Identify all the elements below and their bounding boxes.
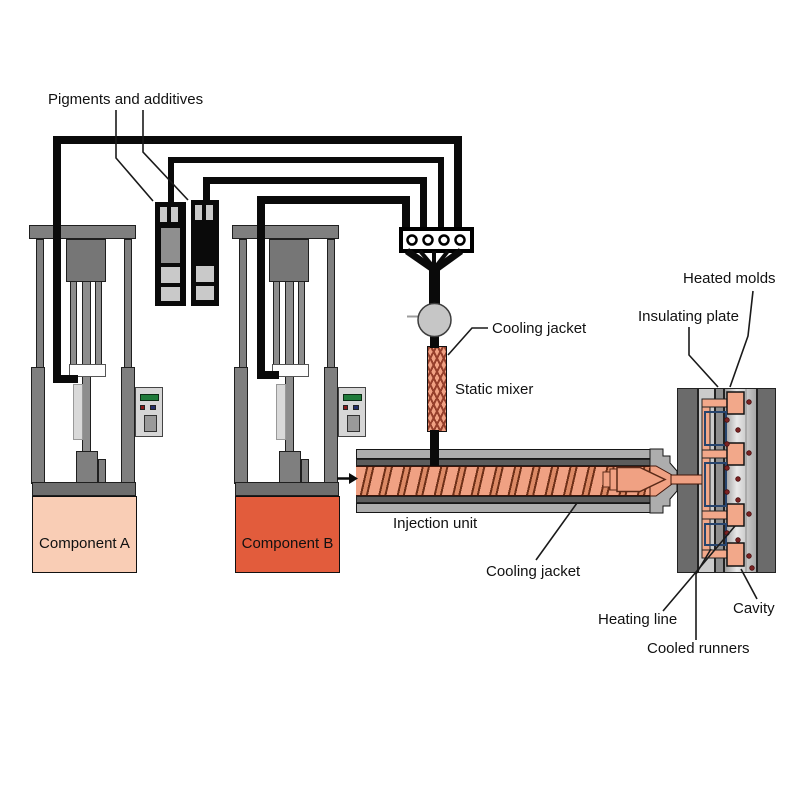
pump-b-cylinder xyxy=(276,384,286,440)
pump-a-control-panel xyxy=(135,387,163,437)
barrel-jacket-bottom xyxy=(356,503,652,513)
pump-a-leg-left xyxy=(31,367,45,484)
injection-screw xyxy=(356,466,652,496)
label-cooling-jacket-top: Cooling jacket xyxy=(492,320,587,337)
manifold-port xyxy=(438,234,450,246)
pump-b-leg-right xyxy=(324,367,338,484)
pump-b-rod-left xyxy=(273,281,280,376)
component-a-drum: Component A xyxy=(32,496,137,573)
manifold-port xyxy=(454,234,466,246)
pump-b-follower-plate xyxy=(235,482,339,496)
mold-backing-plate xyxy=(698,388,715,573)
pump-a-column-right xyxy=(124,239,132,368)
panel-red-led xyxy=(140,405,145,410)
manifold-port xyxy=(406,234,418,246)
component-a-label: Component A xyxy=(39,535,130,552)
feed-pipe-additive-1 xyxy=(168,157,444,233)
manifold-port xyxy=(422,234,434,246)
pump-b-pump-tab xyxy=(301,459,309,484)
mixing-manifold xyxy=(399,227,474,253)
component-b-label: Component B xyxy=(241,535,334,552)
pump-a-rod-left xyxy=(70,281,77,376)
panel-display xyxy=(343,394,362,401)
label-cavity: Cavity xyxy=(733,600,775,617)
barrel-wall-bottom xyxy=(356,496,652,503)
pump-b-column-left xyxy=(239,239,247,368)
pump-b-drive-block xyxy=(269,239,309,282)
mixing-ball xyxy=(417,302,452,338)
pump-b-crossbar xyxy=(232,225,339,239)
barrel-wall-top xyxy=(356,459,652,466)
additive-dispenser-2 xyxy=(191,200,219,306)
static-mixer-body xyxy=(427,346,447,432)
manifold-funnel xyxy=(405,248,464,272)
pump-b-control-panel xyxy=(338,387,366,437)
panel-blue-led xyxy=(353,405,359,410)
pump-a-leg-right xyxy=(121,367,135,484)
pump-a-crossbar xyxy=(29,225,136,239)
panel-button[interactable] xyxy=(347,415,360,432)
insulating-plate xyxy=(715,388,724,573)
pump-unit-b: Component B xyxy=(232,225,397,575)
pump-a-pump-tab xyxy=(98,459,106,484)
panel-blue-led xyxy=(150,405,156,410)
barrel-jacket-top xyxy=(356,449,652,459)
pump-b-rod-right xyxy=(298,281,305,376)
label-cooled-runners: Cooled runners xyxy=(647,640,750,657)
label-cooling-jacket-bottom: Cooling jacket xyxy=(486,563,581,580)
pump-a-rod-right xyxy=(95,281,102,376)
pump-b-crosshead xyxy=(272,364,309,377)
mold-left-plate xyxy=(677,388,698,573)
pump-a-cylinder xyxy=(73,384,83,440)
panel-button[interactable] xyxy=(144,415,157,432)
label-pigments: Pigments and additives xyxy=(48,91,204,108)
panel-red-led xyxy=(343,405,348,410)
pump-a-crosshead xyxy=(69,364,106,377)
panel-display xyxy=(140,394,159,401)
mold-right-plate xyxy=(757,388,776,573)
pump-a-column-left xyxy=(36,239,44,368)
pump-b-column-right xyxy=(327,239,335,368)
pump-unit-a: Component A xyxy=(29,225,194,575)
pump-a-follower-plate xyxy=(32,482,136,496)
component-b-drum: Component B xyxy=(235,496,340,573)
pump-b-pump-block xyxy=(279,451,301,484)
label-heated-molds: Heated molds xyxy=(683,270,776,287)
label-static-mixer: Static mixer xyxy=(455,381,534,398)
label-injection-unit: Injection unit xyxy=(393,515,478,532)
pump-a-pump-block xyxy=(76,451,98,484)
heated-mold-block xyxy=(724,388,757,573)
pump-a-drive-block xyxy=(66,239,106,282)
label-insulating-plate: Insulating plate xyxy=(638,308,739,325)
label-heating-line: Heating line xyxy=(598,611,678,628)
pump-b-leg-left xyxy=(234,367,248,484)
